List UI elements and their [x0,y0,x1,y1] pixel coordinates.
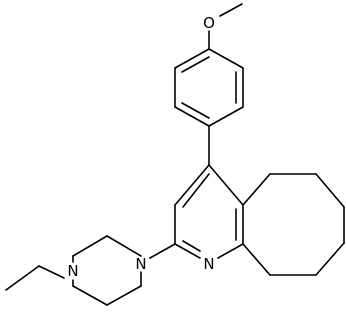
benzene-bond-3 [174,106,210,127]
bond-ethyl-ch2-ch3 [5,265,40,291]
piperazine-nitrogen-ethyl-label: N [67,262,78,280]
cyclooctane-bond-3 [315,173,345,208]
pyridine-bond-c5-c4 [208,164,244,206]
cyclooctane-bond-7 [242,243,271,276]
ethyl-group [5,265,65,291]
pyridine-bond-n-c6 [217,243,244,259]
bond-methyl-oxygen [219,3,243,17]
benzene-bond-6 [208,48,244,69]
methoxy-oxygen-label: O [203,14,215,32]
benzene-ring [174,48,244,127]
pyridine-double-bond-1 [182,173,210,208]
bond-nitrogen-ethyl-ch2 [38,265,65,279]
pyridine-double-bond-2 [182,240,201,252]
cyclooctane-bond-1 [242,173,271,206]
piperazine-bond-2 [72,235,108,257]
benzene-double-bond-2 [181,102,210,119]
methoxy-group: O [203,3,243,50]
piperazine-bond-5 [72,285,108,306]
benzene-double-bond-1 [181,56,210,73]
pyridine-bond-c2-n [174,243,201,259]
pyridine-nitrogen-label: N [203,255,214,273]
piperazine-bond-1 [106,235,142,257]
bond-pyridine-piperazine [149,243,176,259]
cyclooctane-bond-5 [315,242,345,276]
piperazine-ring: N N [67,235,147,306]
pyridine-bond-c4-c3 [174,164,210,206]
benzene-bond-4 [208,106,244,127]
piperazine-bond-6 [106,285,142,306]
benzene-bond-1 [174,48,210,69]
piperazine-nitrogen-aryl-label: N [135,255,146,273]
cyclooctane-ring [242,173,345,276]
pyridine-ring: N [174,164,244,273]
